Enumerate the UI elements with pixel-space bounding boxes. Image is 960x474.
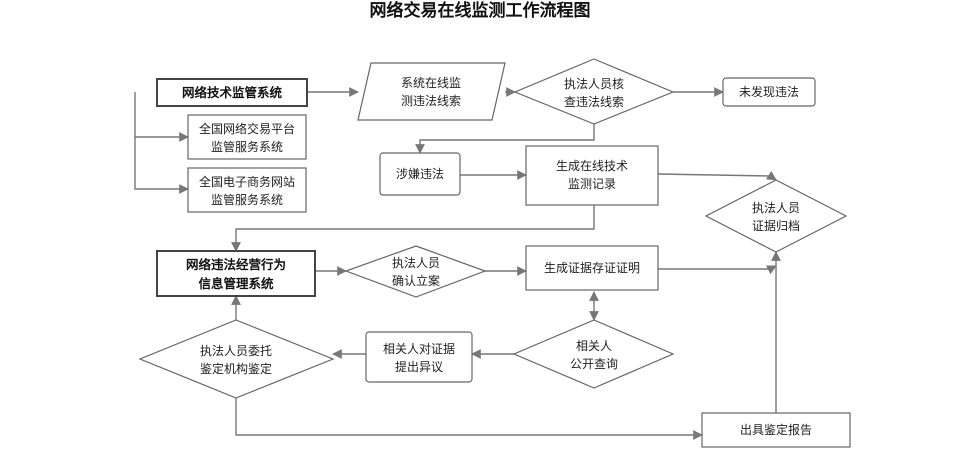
connectors	[134, 87, 781, 440]
svg-text:执法人员核: 执法人员核	[564, 77, 624, 91]
node-national-platform: 全国网络交易平台 监管服务系统	[187, 114, 307, 160]
svg-text:查违法线索: 查违法线索	[564, 95, 624, 109]
svg-text:执法人员委托: 执法人员委托	[200, 344, 272, 358]
node-tech-system: 网络技术监管系统	[156, 78, 308, 107]
node-public-query: 相关人 公开查询	[512, 319, 675, 389]
svg-text:监测记录: 监测记录	[568, 177, 616, 191]
arrow-evidence-to-archive	[658, 265, 777, 275]
node-gen-record: 生成在线技术 监测记录	[525, 145, 659, 206]
node-no-violation: 未发现违法	[722, 77, 816, 107]
svg-text:鉴定机构鉴定: 鉴定机构鉴定	[200, 361, 272, 376]
svg-text:公开查询: 公开查询	[570, 357, 618, 371]
svg-text:未发现违法: 未发现违法	[739, 84, 799, 99]
svg-text:生成在线技术: 生成在线技术	[556, 159, 628, 173]
node-national-ecommerce: 全国电子商务网站 监管服务系统	[187, 167, 307, 213]
arrow-record-to-info	[231, 205, 595, 252]
node-confirm-case: 执法人员 确认立案	[344, 245, 487, 298]
arrow-tech-to-ecommerce	[134, 92, 189, 194]
svg-text:提出异议: 提出异议	[395, 359, 443, 374]
node-info-system: 网络违法经营行为 信息管理系统	[156, 250, 316, 297]
svg-text:监管服务系统: 监管服务系统	[211, 192, 283, 207]
svg-text:监管服务系统: 监管服务系统	[211, 139, 283, 154]
node-archive: 执法人员 证据归档	[704, 179, 848, 253]
svg-text:网络技术监管系统: 网络技术监管系统	[182, 85, 283, 100]
arrow-verify-to-suspected	[415, 124, 595, 154]
svg-text:网络违法经营行为: 网络违法经营行为	[186, 257, 286, 272]
arrow-entrust-to-report	[235, 398, 703, 440]
svg-text:相关人对证据: 相关人对证据	[383, 342, 455, 356]
svg-text:相关人: 相关人	[576, 339, 612, 353]
node-entrust: 执法人员委托 鉴定机构鉴定	[138, 319, 335, 399]
svg-text:全国电子商务网站: 全国电子商务网站	[199, 174, 295, 189]
svg-text:测违法线索: 测违法线索	[401, 94, 461, 108]
svg-text:确认立案: 确认立案	[392, 273, 440, 288]
svg-text:证据归档: 证据归档	[752, 219, 800, 233]
svg-text:执法人员: 执法人员	[392, 256, 440, 270]
svg-text:涉嫌违法: 涉嫌违法	[396, 167, 444, 181]
node-report: 出具鉴定报告	[701, 412, 851, 448]
svg-text:出具鉴定报告: 出具鉴定报告	[740, 422, 812, 437]
node-objection: 相关人对证据 提出异议	[365, 331, 473, 383]
node-gen-evidence: 生成证据存证证明	[525, 245, 659, 291]
svg-text:系统在线监: 系统在线监	[401, 76, 461, 90]
svg-text:生成证据存证证明: 生成证据存证证明	[544, 261, 640, 275]
node-online-detect: 系统在线监 测违法线索	[357, 62, 506, 121]
svg-text:执法人员: 执法人员	[752, 201, 800, 215]
svg-text:信息管理系统: 信息管理系统	[198, 276, 274, 291]
svg-text:全国网络交易平台: 全国网络交易平台	[199, 121, 295, 136]
node-officer-verify: 执法人员核 查违法线索	[513, 58, 675, 125]
diagram-title: 网络交易在线监测工作流程图	[369, 1, 591, 21]
arrow-record-to-archive	[657, 171, 777, 181]
node-suspected: 涉嫌违法	[379, 152, 461, 196]
